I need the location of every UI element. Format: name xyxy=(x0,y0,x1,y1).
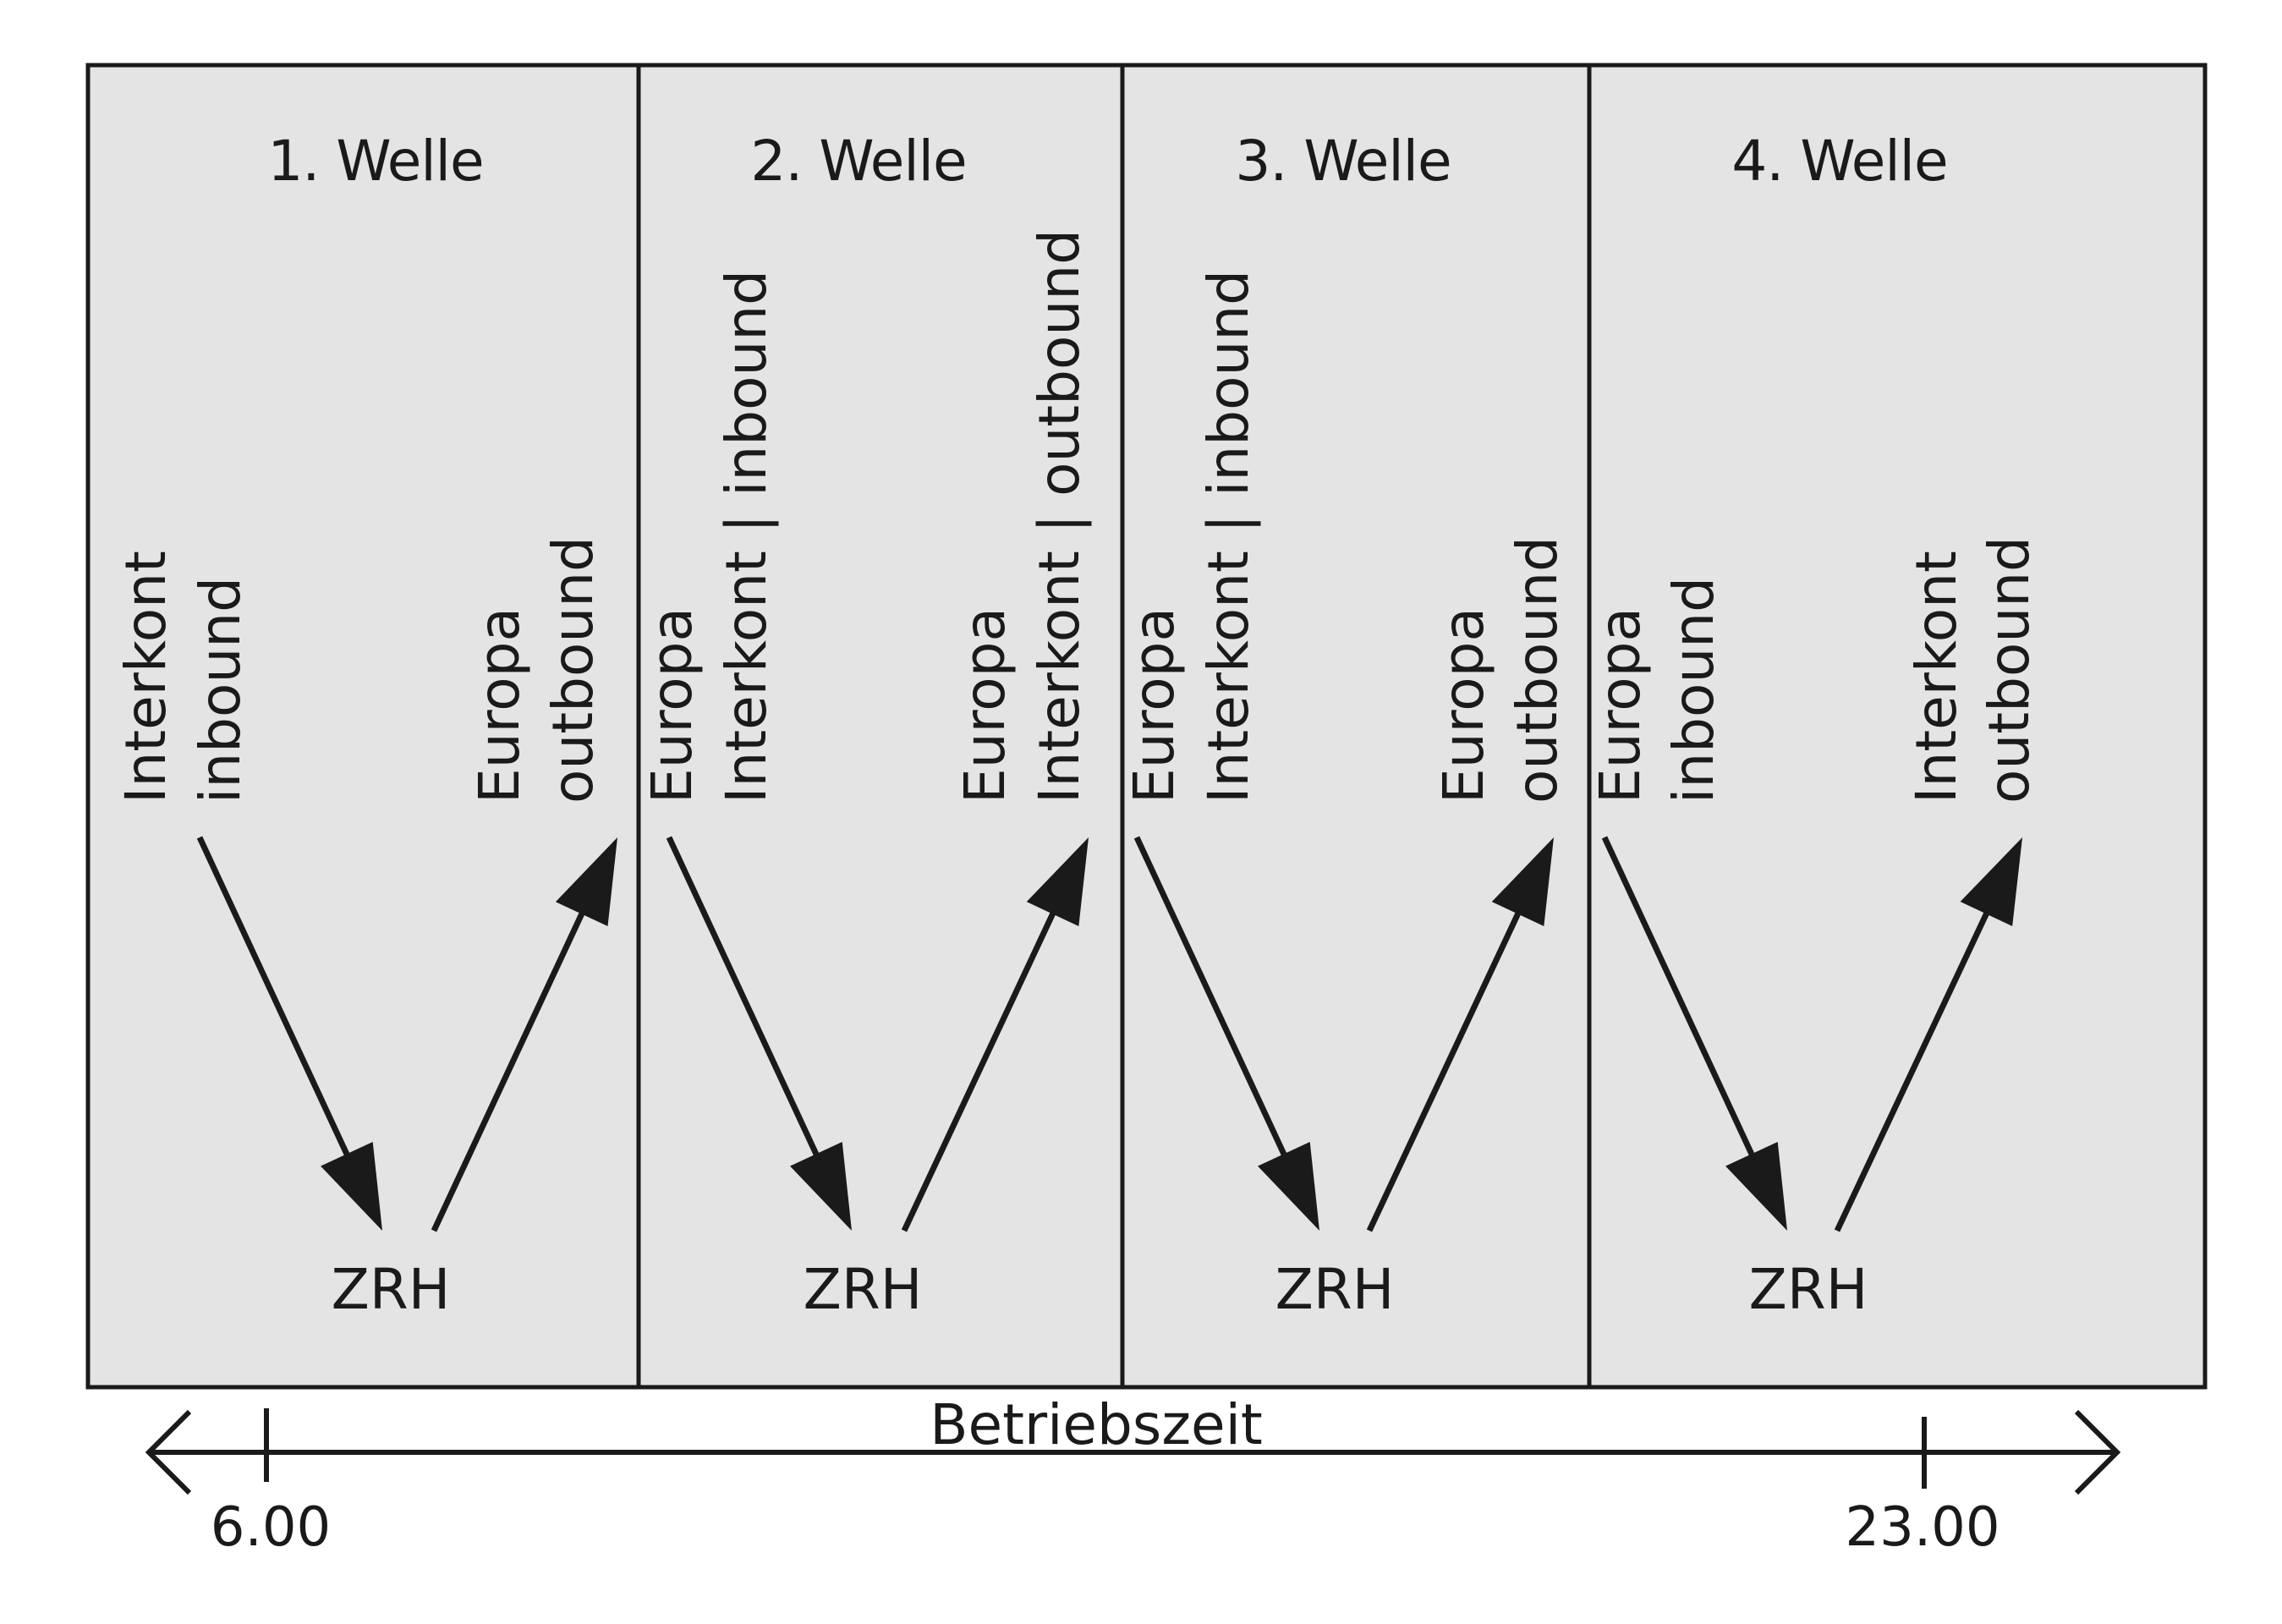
wave-3-outbound-label-2: outbound xyxy=(1505,536,1570,804)
wave-3-outbound-arrow xyxy=(1366,837,1554,1232)
wave-4-inbound-arrow xyxy=(1601,836,1787,1231)
wave-1-outbound-arrow-head xyxy=(555,837,617,926)
wave-4-inbound-arrow-head xyxy=(1725,1141,1787,1231)
diagram-frame xyxy=(85,63,2208,1390)
wave-2-inbound-label-2: Interkont | inbound xyxy=(714,270,779,804)
wave-3-hub-label: ZRH xyxy=(1275,1257,1395,1322)
wave-4-hub-label: ZRH xyxy=(1749,1257,1868,1322)
wave-3-title: 3. Welle xyxy=(1235,129,1451,194)
wave-1-outbound-label-2: outbound xyxy=(540,536,606,804)
wave-3-outbound-label-1: Europa xyxy=(1431,607,1496,804)
wave-1-outbound-arrow xyxy=(431,837,617,1232)
wave-2-inbound-label-1: Europa xyxy=(639,607,705,804)
wave-2-outbound-arrow xyxy=(901,837,1089,1232)
timeline-end-label: 23.00 xyxy=(1845,1496,1999,1559)
wave-4-title: 4. Welle xyxy=(1731,129,1947,194)
wave-4-inbound-label-2: inbound xyxy=(1661,577,1726,804)
wave-1-inbound-arrow-shaft xyxy=(196,836,351,1159)
timeline: Betriebszeit 6.00 23.00 xyxy=(145,1392,2121,1559)
wave-1-outbound-label-1: Europa xyxy=(467,607,532,804)
wave-2-outbound-arrow-head xyxy=(1026,837,1089,926)
wave-1-inbound-arrow xyxy=(196,836,382,1231)
wave-3-inbound-label-1: Europa xyxy=(1122,607,1187,804)
wave-4-outbound-arrow-head xyxy=(1960,837,2022,926)
timeline-right-arrowhead xyxy=(2074,1409,2121,1495)
wave-3-inbound-arrow-head xyxy=(1258,1141,1319,1231)
wave-2-inbound-arrow-head xyxy=(790,1141,852,1231)
wave-1-inbound-arrow-head xyxy=(321,1141,382,1231)
wave-3-inbound-arrow-shaft xyxy=(1133,836,1288,1159)
wave-3-outbound-arrow-head xyxy=(1491,837,1554,926)
wave-2-inbound-arrow-shaft xyxy=(666,836,820,1159)
wave-1-inbound-label-1: Interkont xyxy=(113,551,178,804)
wave-2-inbound-arrow xyxy=(666,836,852,1231)
timeline-left-arrowhead xyxy=(145,1409,192,1495)
diagram-background xyxy=(88,65,2205,1387)
wave-4-outbound-arrow-shaft xyxy=(1834,909,1991,1232)
wave-2-hub-label: ZRH xyxy=(804,1257,923,1322)
wave-4-inbound-arrow-shaft xyxy=(1601,836,1756,1159)
wave-3-inbound-arrow xyxy=(1133,836,1319,1231)
wave-2-outbound-label-2: Interkont | outbound xyxy=(1027,229,1092,804)
wave-2-outbound-label-1: Europa xyxy=(952,607,1018,804)
wave-4-outbound-label-2: outbound xyxy=(1977,536,2042,804)
timeline-start-label: 6.00 xyxy=(211,1496,332,1559)
wave-1-hub-label: ZRH xyxy=(332,1257,451,1322)
wave-3-inbound-label-2: Interkont | inbound xyxy=(1196,270,1261,804)
wave-1-title: 1. Welle xyxy=(267,129,483,194)
wave-4-inbound-label-1: Europa xyxy=(1588,607,1653,804)
wave-4-outbound-label-1: Interkont xyxy=(1904,551,1969,804)
wave-2-title: 2. Welle xyxy=(750,129,966,194)
wave-3-outbound-arrow-shaft xyxy=(1366,909,1522,1232)
wave-1-outbound-arrow-shaft xyxy=(431,909,586,1232)
wave-4-outbound-arrow xyxy=(1834,837,2022,1232)
wave-2-outbound-arrow-shaft xyxy=(901,909,1057,1232)
wave-1-inbound-label-2: inbound xyxy=(188,577,253,804)
timeline-label: Betriebszeit xyxy=(930,1392,1263,1457)
